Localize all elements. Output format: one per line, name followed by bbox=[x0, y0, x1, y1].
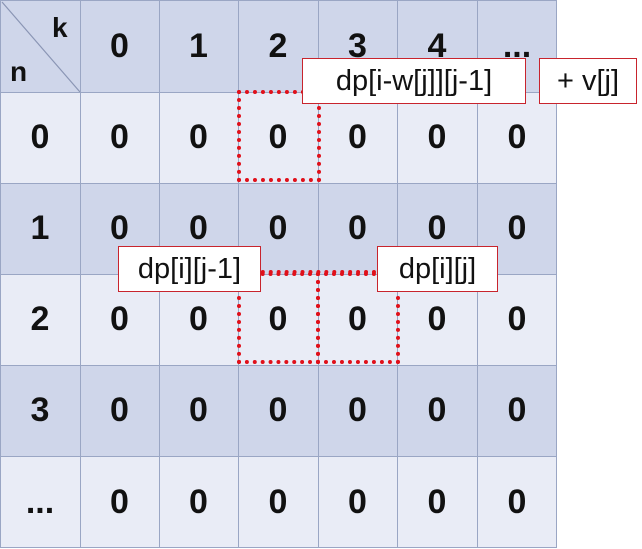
corner-k-label: k bbox=[52, 12, 68, 43]
table-cell: 0 bbox=[318, 456, 397, 548]
grid-line-horizontal bbox=[0, 456, 557, 457]
row-header-3: 3 bbox=[0, 365, 80, 456]
table-cell: 0 bbox=[477, 183, 557, 274]
table-cell: 0 bbox=[80, 456, 159, 548]
highlight-connector-line bbox=[237, 270, 400, 274]
grid-line-horizontal bbox=[0, 365, 557, 366]
table-cell: 0 bbox=[397, 92, 477, 183]
grid-line-horizontal bbox=[0, 547, 557, 548]
table-cell: 0 bbox=[80, 365, 159, 456]
row-header-1: 1 bbox=[0, 183, 80, 274]
table-cell: 0 bbox=[238, 92, 318, 183]
label-prev-item: dp[i-w[j]][j-1] bbox=[302, 58, 526, 104]
table-cell: 0 bbox=[80, 92, 159, 183]
table-cell: 0 bbox=[238, 456, 318, 548]
corner-diagonal bbox=[1, 1, 80, 92]
row-header-4: ... bbox=[0, 456, 80, 548]
table-cell: 0 bbox=[477, 456, 557, 548]
highlight-current-cell bbox=[316, 272, 400, 364]
table-cell: 0 bbox=[477, 92, 557, 183]
grid-line-horizontal bbox=[0, 183, 557, 184]
label-plus-value: + v[j] bbox=[539, 58, 637, 104]
table-cell: 0 bbox=[159, 365, 238, 456]
table-cell: 0 bbox=[397, 456, 477, 548]
table-cell: 0 bbox=[318, 92, 397, 183]
table-cell: 0 bbox=[477, 365, 557, 456]
col-header-1: 1 bbox=[159, 0, 238, 92]
grid-line-horizontal bbox=[0, 0, 557, 1]
table-cell: 0 bbox=[397, 365, 477, 456]
corner-n-label: n bbox=[10, 56, 28, 87]
table-cell: 0 bbox=[159, 456, 238, 548]
table-cell: 0 bbox=[159, 92, 238, 183]
label-skip: dp[i][j-1] bbox=[118, 246, 261, 292]
table-cell: 0 bbox=[238, 365, 318, 456]
row-header-0: 0 bbox=[0, 92, 80, 183]
row-header-2: 2 bbox=[0, 274, 80, 365]
col-header-0: 0 bbox=[80, 0, 159, 92]
label-current: dp[i][j] bbox=[377, 246, 498, 292]
highlight-prev-item-cell bbox=[237, 90, 321, 182]
table-cell: 0 bbox=[318, 365, 397, 456]
